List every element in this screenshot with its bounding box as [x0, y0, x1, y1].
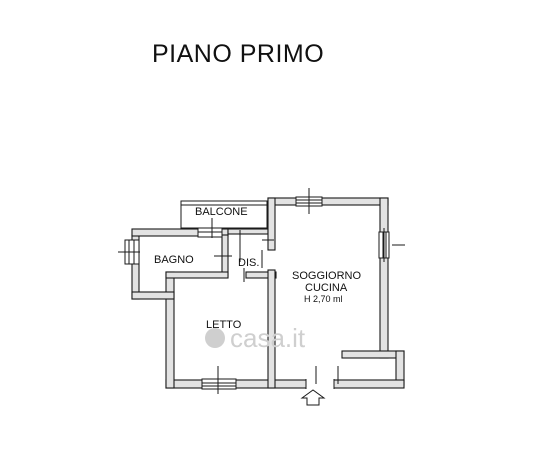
watermark-text: casa.it [230, 323, 306, 353]
walls [131, 197, 405, 389]
room-label-letto: LETTO [206, 319, 242, 331]
measurement-ticks [118, 188, 405, 394]
room-label-soggiorno: SOGGIORNO [292, 270, 362, 282]
room-label-balcone: BALCONE [195, 206, 248, 218]
room-labels: BALCONE BAGNO DIS. SOGGIORNO CUCINA H 2,… [154, 206, 362, 331]
entrance-arrow-icon [300, 389, 326, 406]
room-label-dis: DIS. [238, 257, 259, 269]
plan-title: PIANO PRIMO [152, 40, 325, 68]
balcony [180, 200, 268, 229]
room-label-bagno: BAGNO [154, 254, 194, 266]
room-label-cucina: CUCINA [305, 282, 348, 294]
watermark: casa.it [205, 323, 306, 353]
room-height-label: H 2,70 ml [304, 294, 343, 304]
